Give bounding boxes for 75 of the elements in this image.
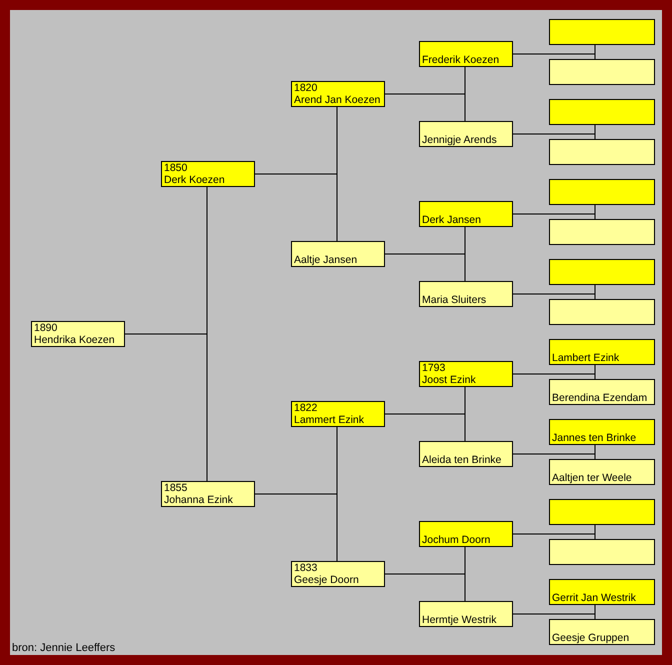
person-name: Jochum Doorn <box>422 534 492 546</box>
connector-line <box>512 374 596 380</box>
person-box <box>419 441 513 467</box>
connector-line <box>512 54 596 60</box>
person-name: Berendina Ezendam <box>552 392 648 404</box>
person-box <box>291 561 385 587</box>
connector-line <box>512 534 596 540</box>
person-name: Hendrika Koezen <box>34 334 116 346</box>
empty-person-box <box>549 179 655 205</box>
empty-person-box <box>549 19 655 45</box>
person-box <box>549 379 655 405</box>
person-name: Derk Koezen <box>164 174 226 186</box>
connector-line <box>384 574 466 602</box>
person-box <box>161 161 255 187</box>
connector-line <box>254 174 338 242</box>
person-box <box>419 521 513 547</box>
source-note: bron: Jennie Leeffers <box>12 642 116 654</box>
person-name: Aaltje Jansen <box>294 254 358 266</box>
person-box <box>549 619 655 645</box>
birth-year: 1855 <box>164 482 188 494</box>
person-box <box>419 41 513 67</box>
connector-line <box>512 614 596 620</box>
person-box <box>31 321 125 347</box>
person-name: Arend Jan Koezen <box>294 94 382 106</box>
person-name: Hermtje Westrik <box>422 614 498 626</box>
empty-person-box <box>549 99 655 125</box>
empty-person-box <box>549 539 655 565</box>
person-name: Geesje Gruppen <box>552 632 630 644</box>
birth-year: 1820 <box>294 82 318 94</box>
person-name: Frederik Koezen <box>422 54 500 66</box>
connector-line <box>384 94 466 122</box>
empty-person-box <box>549 59 655 85</box>
person-box <box>419 201 513 227</box>
person-box <box>291 81 385 107</box>
empty-person-box <box>549 259 655 285</box>
birth-year: 1850 <box>164 162 188 174</box>
person-name: Maria Sluiters <box>422 294 488 306</box>
person-name: Lambert Ezink <box>552 352 620 364</box>
person-name: Derk Jansen <box>422 214 482 226</box>
person-name: Aaltjen ter Weele <box>552 472 633 484</box>
connector-line <box>384 414 466 442</box>
connector-line <box>384 254 466 282</box>
empty-person-box <box>549 139 655 165</box>
person-name: Lammert Ezink <box>294 414 366 426</box>
person-box <box>549 419 655 445</box>
empty-person-box <box>549 219 655 245</box>
connector-line <box>512 294 596 300</box>
person-box <box>419 121 513 147</box>
person-name: Jennigje Arends <box>422 134 498 146</box>
person-box <box>549 579 655 605</box>
person-name: Jannes ten Brinke <box>552 432 638 444</box>
person-name: Joost Ezink <box>422 374 477 386</box>
person-box <box>419 601 513 627</box>
empty-person-box <box>549 499 655 525</box>
person-box <box>291 401 385 427</box>
connector-line <box>124 334 208 482</box>
person-name: Gerrit Jan Westrik <box>552 592 637 604</box>
person-name: Aleida ten Brinke <box>422 454 502 466</box>
birth-year: 1822 <box>294 402 318 414</box>
person-box <box>419 281 513 307</box>
connector-line <box>254 494 338 562</box>
empty-person-box <box>549 299 655 325</box>
birth-year: 1890 <box>34 322 58 334</box>
person-box <box>161 481 255 507</box>
birth-year: 1833 <box>294 562 318 574</box>
connector-line <box>512 454 596 460</box>
person-box <box>419 361 513 387</box>
connector-line <box>512 214 596 220</box>
birth-year: 1793 <box>422 362 446 374</box>
person-name: Johanna Ezink <box>164 494 234 506</box>
person-name: Geesje Doorn <box>294 574 360 586</box>
person-box <box>549 339 655 365</box>
person-box <box>291 241 385 267</box>
connector-line <box>512 134 596 140</box>
person-box <box>549 459 655 485</box>
